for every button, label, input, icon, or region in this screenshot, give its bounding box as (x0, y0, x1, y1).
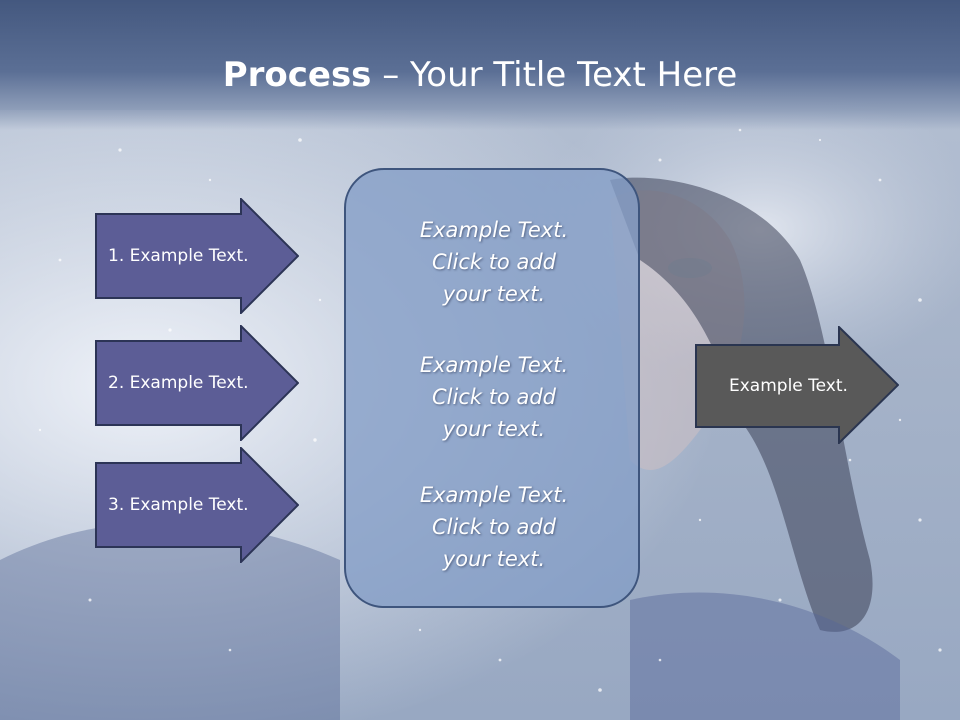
arrow-step-1-label: 1. Example Text. (108, 246, 249, 266)
panel-line: your text. (442, 417, 546, 441)
slide-title[interactable]: Process – Your Title Text Here (0, 52, 960, 98)
arrow-step-3[interactable]: 3. Example Text. (95, 447, 299, 563)
panel-line: Example Text. (419, 483, 569, 507)
arrow-step-1[interactable]: 1. Example Text. (95, 198, 299, 314)
panel-line: your text. (442, 547, 546, 571)
panel-line: Click to add (431, 250, 556, 274)
panel-line: Example Text. (419, 353, 569, 377)
arrow-output[interactable]: Example Text. (695, 326, 899, 444)
center-panel[interactable]: Example Text. Click to add your text. Ex… (344, 168, 640, 608)
arrow-right-icon (695, 326, 899, 444)
title-rest: – Your Title Text Here (371, 55, 738, 95)
arrow-output-label: Example Text. (729, 376, 848, 396)
panel-text-block-2[interactable]: Example Text. Click to add your text. (346, 349, 642, 445)
arrow-right-icon (95, 447, 299, 563)
panel-text-block-1[interactable]: Example Text. Click to add your text. (346, 214, 642, 310)
panel-text-block-3[interactable]: Example Text. Click to add your text. (346, 479, 642, 575)
title-bar (0, 0, 960, 130)
arrow-right-icon (95, 198, 299, 314)
arrow-right-icon (95, 325, 299, 441)
arrow-step-2[interactable]: 2. Example Text. (95, 325, 299, 441)
arrow-step-2-label: 2. Example Text. (108, 373, 249, 393)
title-bold: Process (222, 55, 372, 95)
panel-line: your text. (442, 282, 546, 306)
arrow-step-3-label: 3. Example Text. (108, 495, 249, 515)
panel-line: Click to add (431, 515, 556, 539)
panel-line: Click to add (431, 385, 556, 409)
panel-line: Example Text. (419, 218, 569, 242)
